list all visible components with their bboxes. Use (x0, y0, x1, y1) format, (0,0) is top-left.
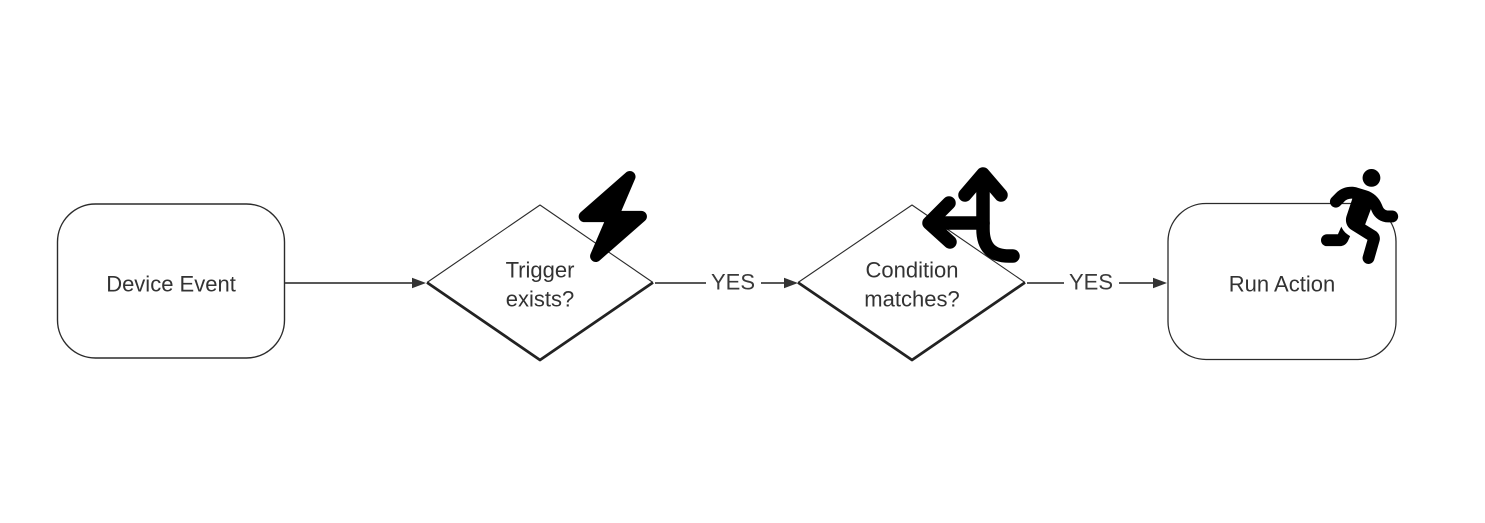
run-action-label: Run Action (1229, 272, 1335, 297)
split-arrows-up-head (958, 167, 1008, 202)
condition-matches-shape (798, 205, 1025, 360)
condition-matches-label-line2: matches? (864, 287, 959, 312)
condition-matches-edge-bottom (797, 281, 1026, 362)
running-person-icon (1321, 169, 1399, 264)
trigger-exists-edge-top (426, 204, 654, 283)
node-condition-matches: Condition matches? (797, 204, 1026, 362)
arrowhead (412, 277, 426, 289)
condition-matches-edge-top (797, 204, 1026, 283)
device-event-label: Device Event (106, 272, 236, 297)
connector-condition-to-action: YES (1027, 270, 1167, 295)
node-device-event: Device Event (56, 203, 286, 359)
split-arrows-left-head (922, 196, 957, 249)
arrowhead (1153, 277, 1167, 289)
trigger-exists-edge-bottom (426, 281, 654, 362)
trigger-exists-label-line2: exists? (506, 287, 574, 312)
arrowhead (784, 277, 798, 289)
device-event-shape (56, 203, 286, 359)
trigger-exists-label-line1: Trigger (506, 258, 575, 283)
connector-trigger-to-condition: YES (655, 270, 798, 295)
connector-device-to-trigger (285, 277, 426, 289)
split-arrows-icon (922, 167, 1020, 263)
edge-label-yes-2: YES (1069, 270, 1113, 295)
condition-matches-label-line1: Condition (866, 258, 959, 283)
lightning-bolt-icon (578, 170, 647, 262)
edge-label-yes-1: YES (711, 270, 755, 295)
